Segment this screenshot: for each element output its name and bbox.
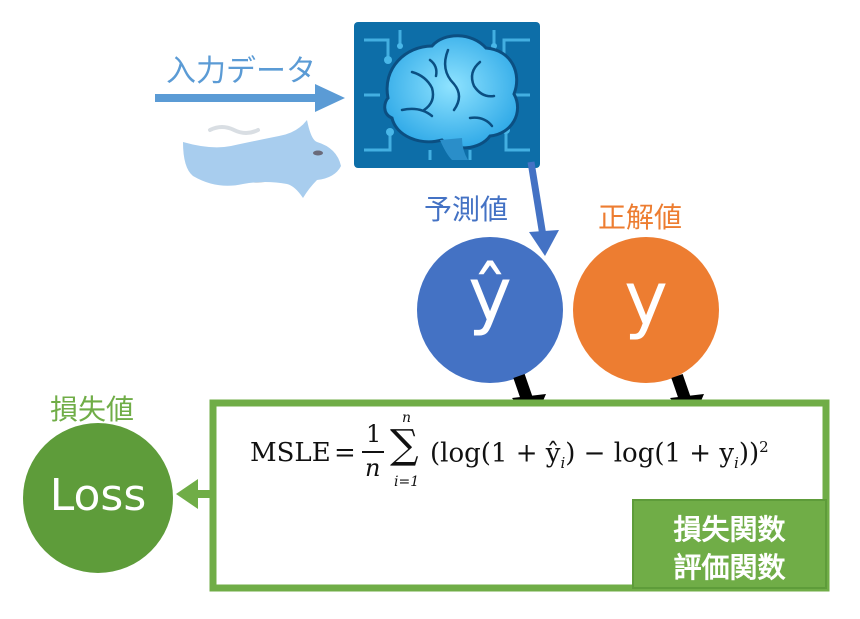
function-type-box: [632, 499, 827, 589]
evaluation-function-label: 評価関数: [673, 551, 786, 584]
formula-to-loss-arrow: [176, 479, 214, 509]
sum-upper-limit: n: [402, 410, 412, 426]
loss-value-label: 損失値: [50, 393, 135, 426]
subscript-i-first: i: [560, 453, 566, 472]
ai-brain-chip-icon: [354, 22, 540, 168]
prediction-circle: [417, 237, 563, 383]
fraction-denominator: n: [365, 454, 381, 482]
truth-symbol: y: [624, 256, 668, 342]
formula-body-start: (log(1 + ŷ: [430, 438, 561, 469]
truth-circle: [573, 237, 719, 383]
model-to-prediction-arrow: [527, 161, 559, 256]
formula-body-end: )): [738, 438, 760, 469]
formula-lhs: MSLE: [250, 438, 331, 468]
formula-body-middle: ) − log(1 + y: [565, 438, 735, 469]
subscript-i-second: i: [734, 453, 739, 472]
input-arrow: [155, 84, 345, 112]
truth-label: 正解値: [598, 201, 683, 234]
loss-circle: [23, 423, 173, 573]
formula-equals: =: [334, 438, 356, 468]
flying-data-fish-icon: [183, 120, 341, 198]
prediction-symbol: ŷ: [468, 252, 512, 338]
sum-symbol: ∑: [390, 422, 419, 468]
msle-formula: MSLE = 1 n n ∑ i=1 (log(1 + ŷi) − log(1 …: [250, 410, 770, 498]
formula-body: (log(1 + ŷi) − log(1 + yi))2: [430, 438, 769, 472]
formula-exponent: 2: [759, 438, 769, 456]
sum-lower-limit: i=1: [394, 474, 420, 490]
fraction-bar: [362, 451, 384, 453]
prediction-label: 予測値: [424, 193, 509, 226]
fraction-numerator: 1: [366, 420, 382, 448]
loss-function-label: 損失関数: [673, 513, 786, 546]
input-data-label: 入力データ: [166, 54, 316, 89]
loss-symbol: Loss: [49, 470, 147, 521]
